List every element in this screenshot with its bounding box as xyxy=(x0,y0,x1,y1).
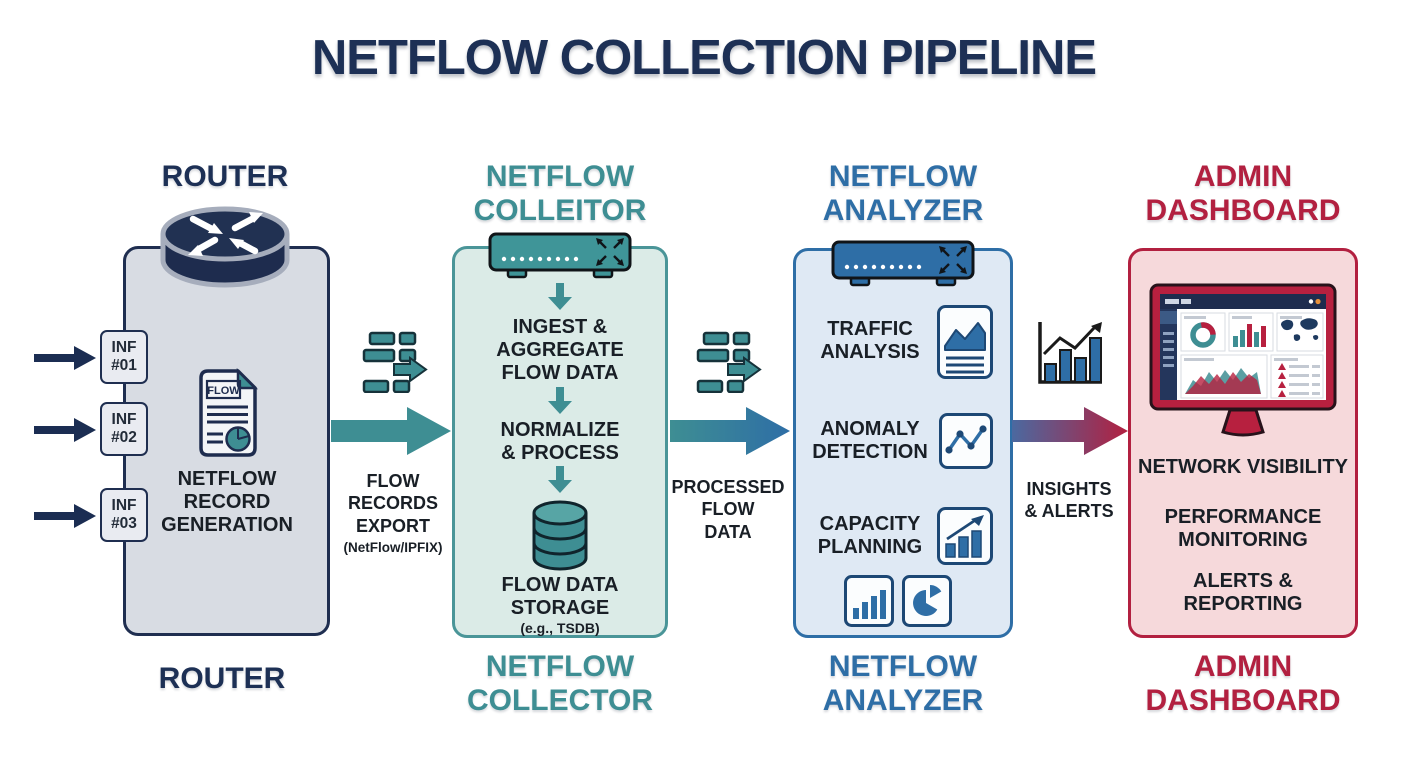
router-footer-label: ROUTER xyxy=(158,662,286,695)
flow1-note: (NetFlow/IPFIX) xyxy=(343,540,443,555)
flow-record-document-icon: FLOW xyxy=(196,366,260,460)
database-icon xyxy=(527,498,593,572)
bar-chart-icon xyxy=(843,574,895,628)
analyzer-footer-label: NETFLOW ANALYZER xyxy=(822,650,984,717)
collector-step-ingest: INGEST & AGGREGATE FLOW DATA xyxy=(496,316,624,384)
flow3-label: INSIGHTS & ALERTS xyxy=(1024,479,1114,522)
world-map-icon xyxy=(1281,318,1319,341)
collector-appliance-icon xyxy=(488,232,632,280)
analyzer-item-traffic: TRAFFIC ANALYSIS xyxy=(820,318,920,363)
flow2-label: PROCESSED FLOW DATA xyxy=(671,477,785,542)
capacity-planning-icon xyxy=(936,506,994,566)
flow-arrow-insights xyxy=(1012,405,1130,457)
dashboard-footer-label: ADMIN DASHBOARD xyxy=(1145,650,1341,717)
interface-box-01: INF #01 xyxy=(100,330,148,384)
monitor-titlebar-text xyxy=(1165,299,1191,304)
collector-storage-label: FLOW DATA STORAGE xyxy=(501,574,619,619)
flow-arrow-processed xyxy=(670,405,792,457)
dashboard-monitor-icon xyxy=(1148,282,1338,440)
traffic-analysis-icon xyxy=(936,304,994,380)
collector-storage-note: (e.g., TSDB) xyxy=(520,620,600,636)
inf-02-arrow-icon xyxy=(34,416,98,444)
pie-chart-icon xyxy=(901,574,953,628)
analyzer-item-capacity: CAPACITY PLANNING xyxy=(817,513,923,558)
analyzer-item-anomaly: ANOMALY DETECTION xyxy=(812,418,928,463)
dashboard-feature-visibility: NETWORK VISIBILITY xyxy=(1138,456,1348,478)
anomaly-detection-icon xyxy=(938,412,994,470)
router-header: ROUTER xyxy=(161,160,289,193)
flow-packets-icon xyxy=(358,331,430,393)
down-arrow-icon xyxy=(547,283,573,311)
analyzer-appliance-icon xyxy=(831,240,975,288)
flow-arrow-export xyxy=(331,405,453,457)
dashboard-header: ADMIN DASHBOARD xyxy=(1145,160,1341,227)
flow1-label: FLOW RECORDS EXPORT xyxy=(347,471,438,536)
page-title: NETFLOW COLLECTION PIPELINE xyxy=(311,31,1097,85)
analyzer-header: NETFLOW ANALYZER xyxy=(822,160,984,227)
dashboard-feature-alerts: ALERTS & REPORTING xyxy=(1183,570,1303,615)
down-arrow-icon xyxy=(547,466,573,494)
collector-header: NETFLOW COLLEITOR xyxy=(473,160,647,227)
router-icon xyxy=(155,200,295,292)
flow-packets-icon xyxy=(692,331,764,393)
collector-footer-label: NETFLOW COLLECTOR xyxy=(466,650,654,717)
dashboard-feature-performance: PERFORMANCE MONITORING xyxy=(1164,506,1322,551)
insights-chart-icon xyxy=(1028,318,1106,392)
down-arrow-icon xyxy=(547,387,573,415)
collector-step-normalize: NORMALIZE & PROCESS xyxy=(500,419,620,464)
inf-03-arrow-icon xyxy=(34,502,98,530)
inf-01-arrow-icon xyxy=(34,344,98,372)
interface-box-03: INF #03 xyxy=(100,488,148,542)
router-caption: NETFLOW RECORD GENERATION xyxy=(161,468,293,536)
interface-box-02: INF #02 xyxy=(100,402,148,456)
flow-doc-label: FLOW xyxy=(207,385,240,397)
collector-box xyxy=(452,246,668,638)
